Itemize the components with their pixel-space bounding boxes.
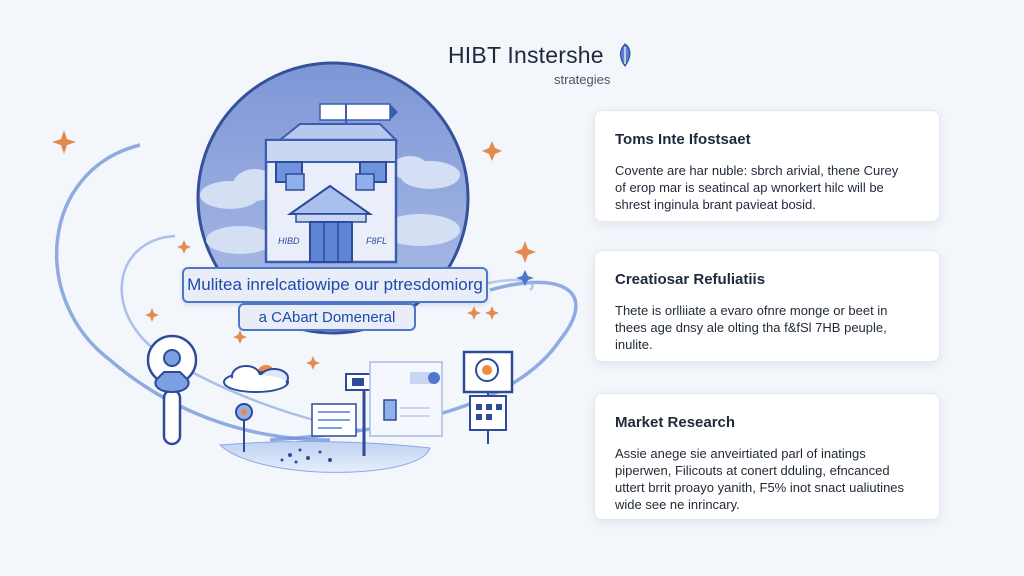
location-pin-icon: [146, 334, 198, 446]
building-sign-left: HIBD: [278, 236, 300, 246]
card-body-line: thees age dnsy ale olting tha f&fSl 7HB …: [615, 320, 887, 335]
card-body-line: Assie anege sie anveirtiated parl of ina…: [615, 446, 866, 461]
card-body-line: piperwen, Filicouts at conert dduling, e…: [615, 463, 890, 478]
card-body-line: wide see ne inrincary.: [615, 497, 740, 512]
card-body: Covente are har nuble: sbrch arivial, th…: [615, 162, 919, 213]
card-body-line: Covente are har nuble: sbrch arivial, th…: [615, 163, 899, 178]
card-title: Creatiosar Refuliatiis: [615, 271, 766, 288]
info-card-2: Creatiosar Refuliatiis Thete is orlliiat…: [594, 250, 940, 362]
strategy-banner-sub: a CAbart Domeneral: [238, 303, 416, 331]
card-body-line: inulite.: [615, 337, 653, 352]
card-body-line: shrest inginula brant pavieat bosid.: [615, 197, 816, 212]
info-card-3: Market Research Assie anege sie anveirti…: [594, 393, 940, 520]
globe-clouds: [200, 156, 460, 254]
signpost-icon: [345, 373, 373, 456]
cloud-sun-icon: [223, 365, 289, 393]
card-body-line: Thete is orlliiate a evaro ofnre monge o…: [615, 303, 888, 318]
small-blue-sparkle-icon: [516, 270, 534, 286]
page-title: HIBT Instershe: [448, 42, 604, 68]
card-body: Thete is orlliiate a evaro ofnre monge o…: [615, 302, 919, 353]
card-title: Market Research: [615, 414, 736, 431]
card-body-line: uttert brrit proayo yanith, F5% inot sna…: [615, 480, 905, 495]
page-subtitle: strategies: [554, 72, 611, 87]
target-board-icon: [462, 350, 514, 444]
card-body-line: of erop mar is seatincal ap wnorkert hil…: [615, 180, 884, 195]
building: HIBD F8FL: [264, 103, 399, 264]
leaf-logo-icon: [619, 43, 631, 68]
building-sign-right: F8FL: [366, 236, 387, 246]
card-body: Assie anege sie anveirtiated parl of ina…: [615, 445, 919, 513]
header: HIBT Instershe strategies: [448, 42, 648, 87]
strategy-illustration: HIBD F8FL: [52, 61, 578, 473]
water-pool: [218, 441, 431, 473]
swoosh-ribbon-left: [55, 143, 331, 442]
info-sign-icon: [311, 403, 357, 437]
ground-decoration: [280, 448, 332, 464]
info-card-1: Toms Inte Ifostsaet Covente are har nubl…: [594, 110, 940, 222]
sparkle-icons: [52, 130, 536, 370]
dashboard-panel-icon: [369, 361, 443, 437]
strategy-banner: Mulitea inrelcatiowipe our ptresdomiorg: [182, 267, 488, 303]
card-title: Toms Inte Ifostsaet: [615, 131, 751, 148]
lightbulb-icon: [235, 403, 253, 452]
